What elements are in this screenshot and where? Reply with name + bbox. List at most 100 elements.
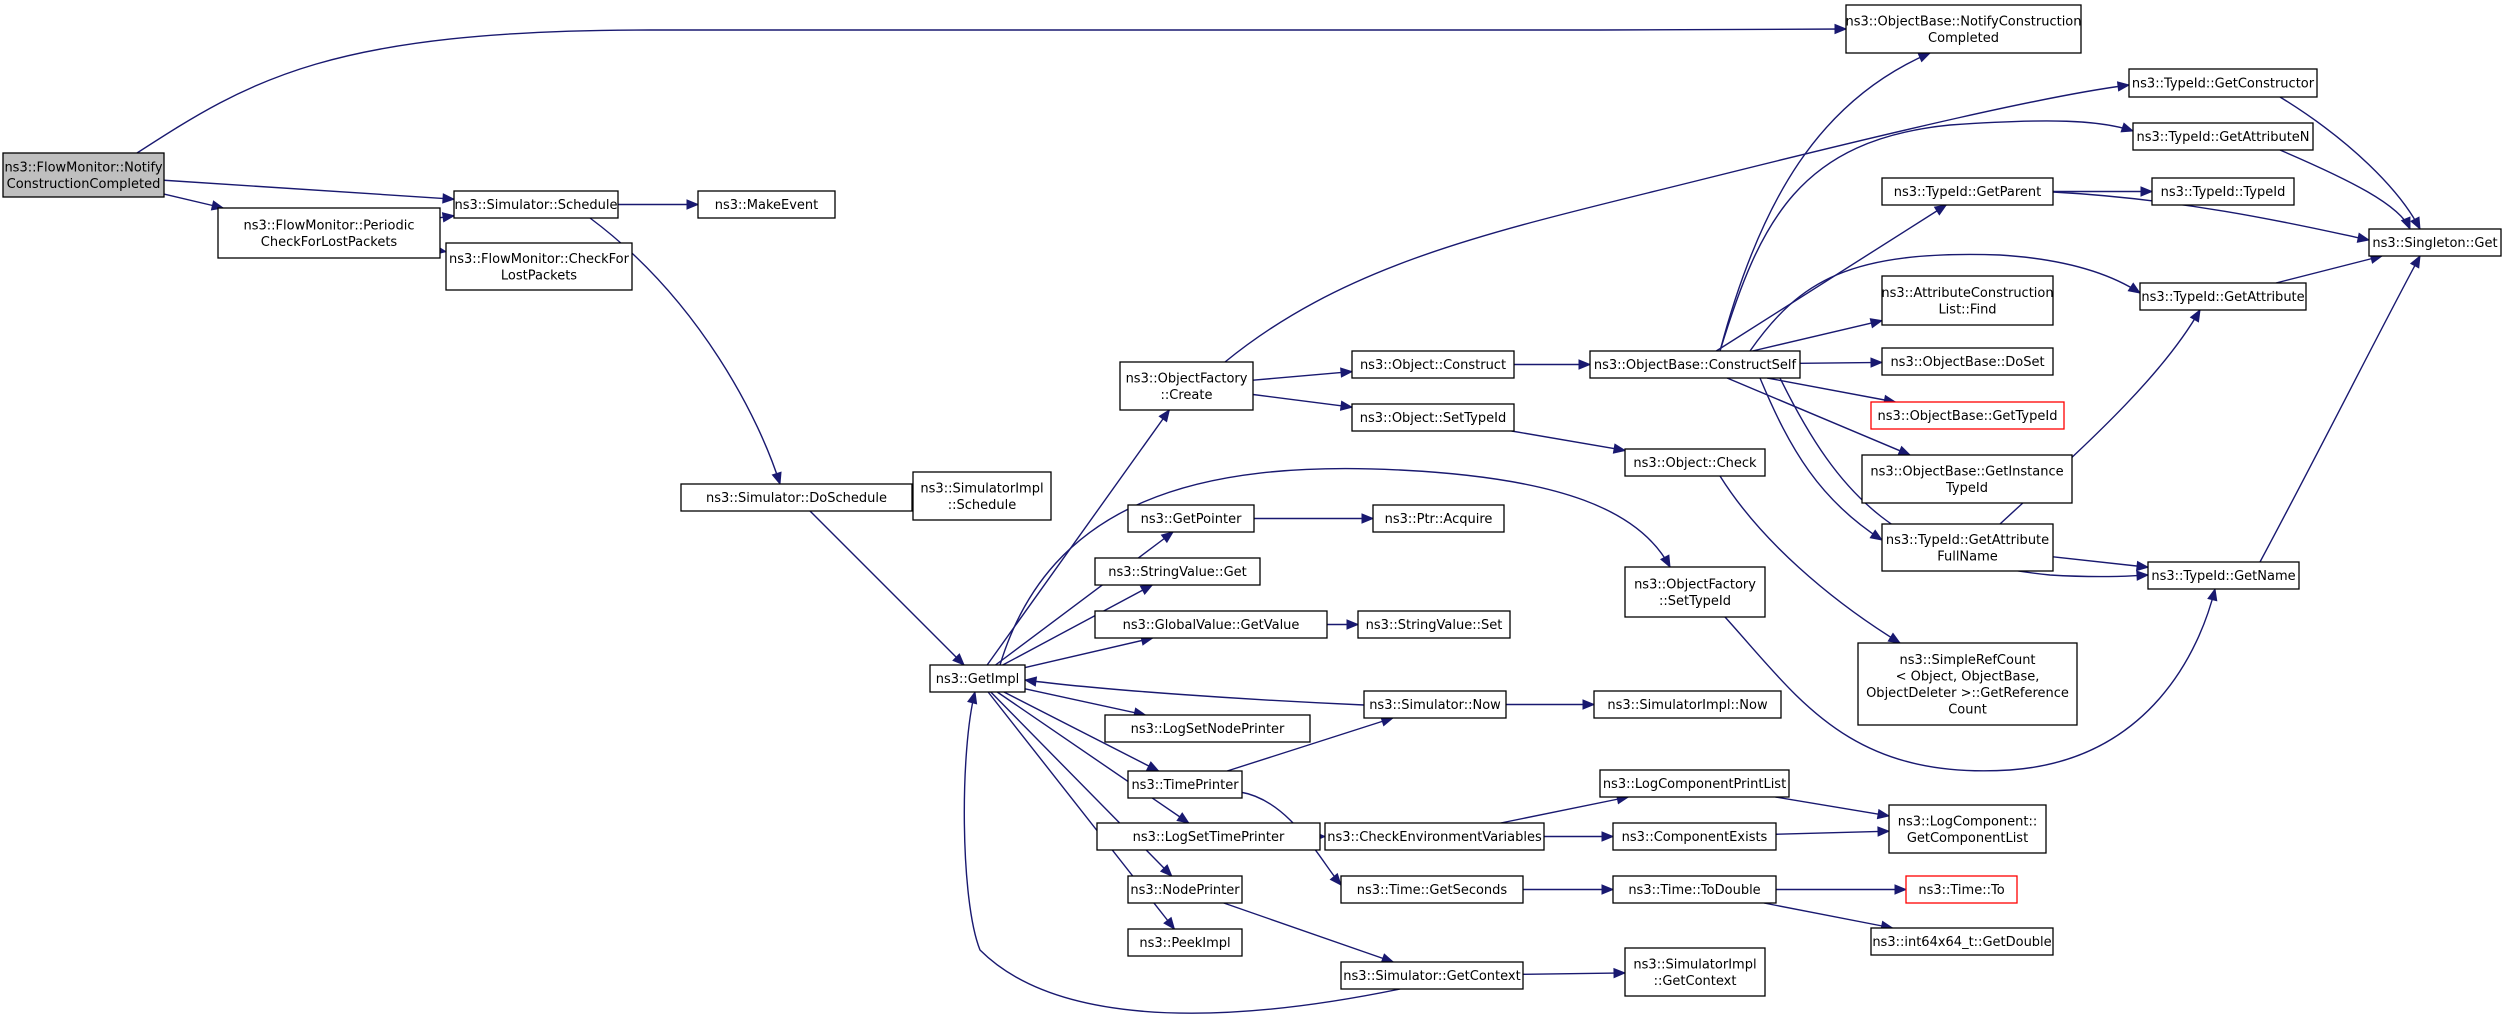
edge-getconstructor-to-singleton bbox=[2279, 96, 2421, 231]
edge-simnow-to-getimpl bbox=[1023, 676, 1365, 706]
node-getcontext[interactable]: ns3::Simulator::GetContext bbox=[1340, 961, 1524, 990]
edge-schedule-to-makeevent bbox=[618, 199, 700, 210]
node-objconstruct[interactable]: ns3::Object::Construct bbox=[1351, 350, 1515, 379]
node-strget[interactable]: ns3::StringValue::Get bbox=[1094, 557, 1261, 586]
node-implschedule[interactable]: ns3::SimulatorImpl::Schedule bbox=[912, 471, 1052, 521]
node-getparent[interactable]: ns3::TypeId::GetParent bbox=[1881, 177, 2054, 206]
node-ofsettid[interactable]: ns3::ObjectFactory::SetTypeId bbox=[1624, 566, 1766, 618]
node-box bbox=[453, 190, 619, 219]
node-box bbox=[1905, 875, 2018, 904]
node-box bbox=[1589, 350, 1801, 379]
arrowhead-icon bbox=[1578, 359, 1592, 370]
node-timeprinter[interactable]: ns3::TimePrinter bbox=[1127, 770, 1243, 799]
node-box bbox=[1624, 566, 1766, 618]
arrowhead-icon bbox=[1612, 443, 1627, 454]
node-makeevent[interactable]: ns3::MakeEvent bbox=[697, 190, 836, 219]
edge-line bbox=[1799, 361, 1883, 365]
node-compexists[interactable]: ns3::ComponentExists bbox=[1612, 822, 1777, 851]
node-box bbox=[1870, 401, 2065, 430]
node-periodic[interactable]: ns3::FlowMonitor::PeriodicCheckForLostPa… bbox=[217, 207, 441, 259]
arrowhead-icon bbox=[2207, 587, 2218, 602]
node-obgettid[interactable]: ns3::ObjectBase::GetTypeId bbox=[1870, 401, 2065, 430]
node-box bbox=[1612, 822, 1777, 851]
node-label: ns3::ObjectBase::ConstructSelf bbox=[1594, 358, 1797, 373]
node-constructself[interactable]: ns3::ObjectBase::ConstructSelf bbox=[1589, 350, 1801, 379]
node-getname[interactable]: ns3::TypeId::GetName bbox=[2147, 561, 2300, 590]
edge-getimpl-to-ofsettid bbox=[999, 467, 1671, 666]
node-getattrn[interactable]: ns3::TypeId::GetAttributeN bbox=[2132, 122, 2314, 151]
edge-line bbox=[2259, 255, 2421, 563]
node-getseconds[interactable]: ns3::Time::GetSeconds bbox=[1340, 875, 1524, 904]
edge-periodic-to-schedule bbox=[439, 212, 456, 223]
node-getattribute[interactable]: ns3::TypeId::GetAttribute bbox=[2139, 282, 2307, 311]
arrowhead-icon bbox=[2410, 216, 2421, 231]
node-label: ns3::TypeId::GetName bbox=[2151, 569, 2295, 584]
node-box bbox=[1845, 4, 2082, 54]
node-label: ns3::TypeId::GetConstructor bbox=[2132, 77, 2315, 92]
node-doschedule[interactable]: ns3::Simulator::DoSchedule bbox=[680, 483, 913, 512]
edge-line bbox=[2052, 191, 2370, 241]
edge-line bbox=[995, 531, 1174, 666]
node-checkenv[interactable]: ns3::CheckEnvironmentVariables bbox=[1324, 822, 1545, 851]
node-label: ns3::LogSetNodePrinter bbox=[1131, 722, 1285, 737]
node-label: ns3::Simulator::DoSchedule bbox=[706, 491, 887, 506]
node-logprintlist[interactable]: ns3::LogComponentPrintList bbox=[1599, 769, 1790, 798]
node-lognode[interactable]: ns3::LogSetNodePrinter bbox=[1104, 714, 1311, 743]
node-box bbox=[1094, 557, 1261, 586]
node-label: ns3::Ptr::Acquire bbox=[1385, 512, 1493, 527]
node-getconstructor[interactable]: ns3::TypeId::GetConstructor bbox=[2128, 68, 2318, 98]
node-doset[interactable]: ns3::ObjectBase::DoSet bbox=[1881, 347, 2054, 376]
edge-line bbox=[1511, 430, 1626, 452]
edge-constructself-to-acfind bbox=[1752, 318, 1884, 352]
node-implgetcontext[interactable]: ns3::SimulatorImpl::GetContext bbox=[1624, 947, 1766, 997]
edge-nodeprinter-to-getcontext bbox=[1223, 902, 1395, 964]
node-implnow[interactable]: ns3::SimulatorImpl::Now bbox=[1593, 690, 1782, 719]
node-gvget[interactable]: ns3::GlobalValue::GetValue bbox=[1094, 610, 1328, 639]
node-box bbox=[912, 471, 1052, 521]
node-ptracquire[interactable]: ns3::Ptr::Acquire bbox=[1372, 504, 1505, 533]
arrowhead-icon bbox=[1613, 967, 1627, 979]
node-getimpl[interactable]: ns3::GetImpl bbox=[929, 664, 1026, 693]
edge-line bbox=[1002, 584, 1153, 666]
node-ofcreate[interactable]: ns3::ObjectFactory::Create bbox=[1119, 361, 1254, 411]
node-getpointer[interactable]: ns3::GetPointer bbox=[1127, 504, 1255, 533]
node-label: ns3::Singleton::Get bbox=[2372, 236, 2497, 251]
node-logtime[interactable]: ns3::LogSetTimePrinter bbox=[1096, 822, 1321, 851]
node-peekimpl[interactable]: ns3::PeekImpl bbox=[1127, 928, 1243, 957]
node-nodeprinter[interactable]: ns3::NodePrinter bbox=[1127, 875, 1243, 904]
node-simnow[interactable]: ns3::Simulator::Now bbox=[1363, 690, 1507, 719]
node-obnotify[interactable]: ns3::ObjectBase::NotifyConstructionCompl… bbox=[1845, 4, 2082, 54]
node-label: ns3::StringValue::Set bbox=[1366, 618, 1503, 633]
node-checkfor[interactable]: ns3::FlowMonitor::CheckForLostPackets bbox=[445, 242, 633, 291]
node-box bbox=[1119, 361, 1254, 411]
node-label: ::GetContext bbox=[1654, 974, 1737, 989]
node-singleton[interactable]: ns3::Singleton::Get bbox=[2368, 228, 2502, 257]
node-todouble[interactable]: ns3::Time::ToDouble bbox=[1612, 875, 1777, 904]
edge-line bbox=[963, 691, 1401, 1014]
node-label: ns3::ComponentExists bbox=[1622, 830, 1768, 845]
edge-compexists-to-getcomplist bbox=[1775, 826, 1891, 837]
node-objcheck[interactable]: ns3::Object::Check bbox=[1624, 448, 1766, 477]
arrowhead-icon bbox=[1329, 872, 1342, 887]
node-label: ns3::TypeId::TypeId bbox=[2161, 185, 2286, 200]
edge-todouble-to-int64 bbox=[1763, 902, 1894, 931]
arrowhead-icon bbox=[952, 653, 965, 666]
node-strset[interactable]: ns3::StringValue::Set bbox=[1357, 610, 1511, 639]
edge-root-to-periodic bbox=[163, 193, 225, 211]
node-schedule[interactable]: ns3::Simulator::Schedule bbox=[453, 190, 619, 219]
edge-root-to-obnotify bbox=[136, 23, 1848, 154]
node-typeidtypeid[interactable]: ns3::TypeId::TypeId bbox=[2151, 177, 2295, 206]
node-int64[interactable]: ns3::int64x64_t::GetDouble bbox=[1870, 927, 2054, 956]
node-label: TypeId bbox=[1945, 481, 1988, 496]
arrowhead-icon bbox=[1933, 204, 1948, 216]
arrowhead-icon bbox=[2127, 282, 2142, 294]
node-timeto[interactable]: ns3::Time::To bbox=[1905, 875, 2018, 904]
arrowhead-icon bbox=[1887, 632, 1902, 644]
arrowhead-icon bbox=[1601, 884, 1615, 895]
node-getcomplist[interactable]: ns3::LogComponent::GetComponentList bbox=[1888, 804, 2047, 854]
node-simplerefcount[interactable]: ns3::SimpleRefCount< Object, ObjectBase,… bbox=[1857, 642, 2078, 726]
node-objsettid[interactable]: ns3::Object::SetTypeId bbox=[1351, 403, 1515, 432]
